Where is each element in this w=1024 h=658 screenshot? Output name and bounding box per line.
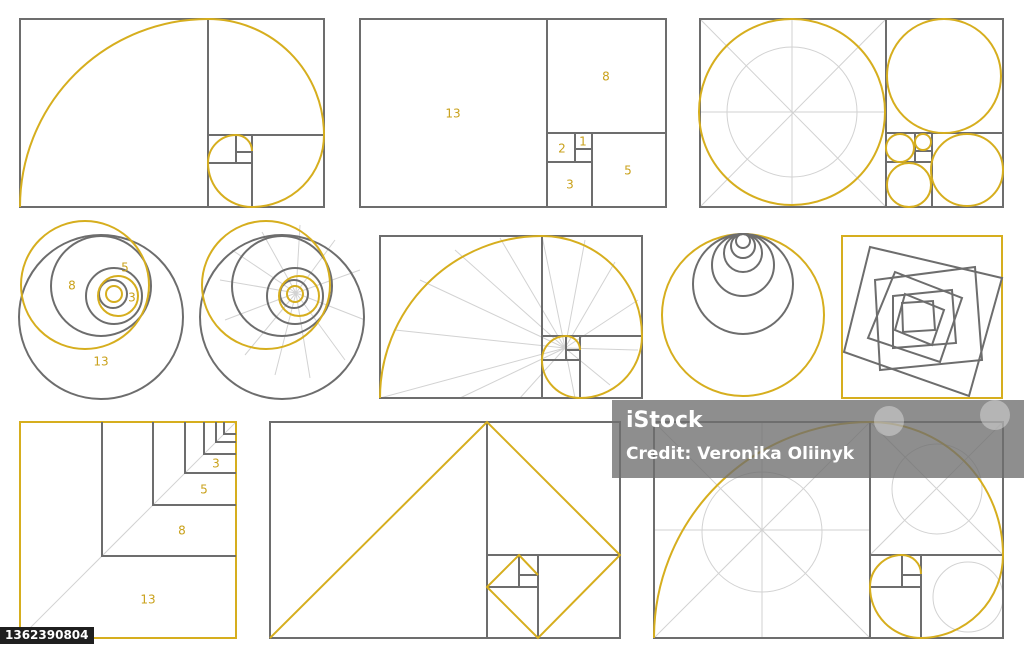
stock-id-label: 1362390804: [0, 627, 94, 644]
label-13: 13: [93, 355, 108, 369]
panel-golden-circles-rectangle: [698, 18, 1004, 208]
label-8: 8: [602, 70, 610, 84]
label-1: 1: [579, 135, 587, 149]
panel-fibonacci-numbered-rectangle: 13 8 5 3 2 1: [359, 18, 667, 208]
label-13: 13: [445, 107, 460, 121]
watermark-decor-circle: [980, 400, 1010, 430]
panel-nested-circles-numbered: 13 8 5 3: [18, 220, 184, 400]
watermark-banner: iStock Credit: Veronika Oliinyk: [612, 400, 1024, 478]
label-3: 3: [212, 457, 220, 471]
panel-corner-squares-numbered: 13 8 5 3: [19, 421, 237, 639]
label-2: 2: [558, 142, 566, 156]
panel-golden-spiral-rectangle: [19, 17, 326, 209]
panel-tangent-circles: [661, 233, 825, 397]
label-5: 5: [121, 261, 129, 275]
label-5: 5: [200, 483, 208, 497]
watermark-decor-circle: [874, 406, 904, 436]
panel-nested-circles-fan: [199, 220, 366, 400]
watermark-credit: Credit: Veronika Oliinyk: [626, 444, 855, 464]
panel-diagonal-golden-rectangle: [269, 420, 622, 640]
panel-golden-spiral-fan: [379, 234, 644, 400]
watermark-brand: iStock: [626, 408, 703, 433]
label-13: 13: [140, 593, 155, 607]
label-3: 3: [566, 178, 574, 192]
panel-rotated-squares: [841, 235, 1004, 399]
label-3: 3: [128, 291, 136, 305]
label-8: 8: [178, 524, 186, 538]
label-5: 5: [624, 164, 632, 178]
label-8: 8: [68, 279, 76, 293]
